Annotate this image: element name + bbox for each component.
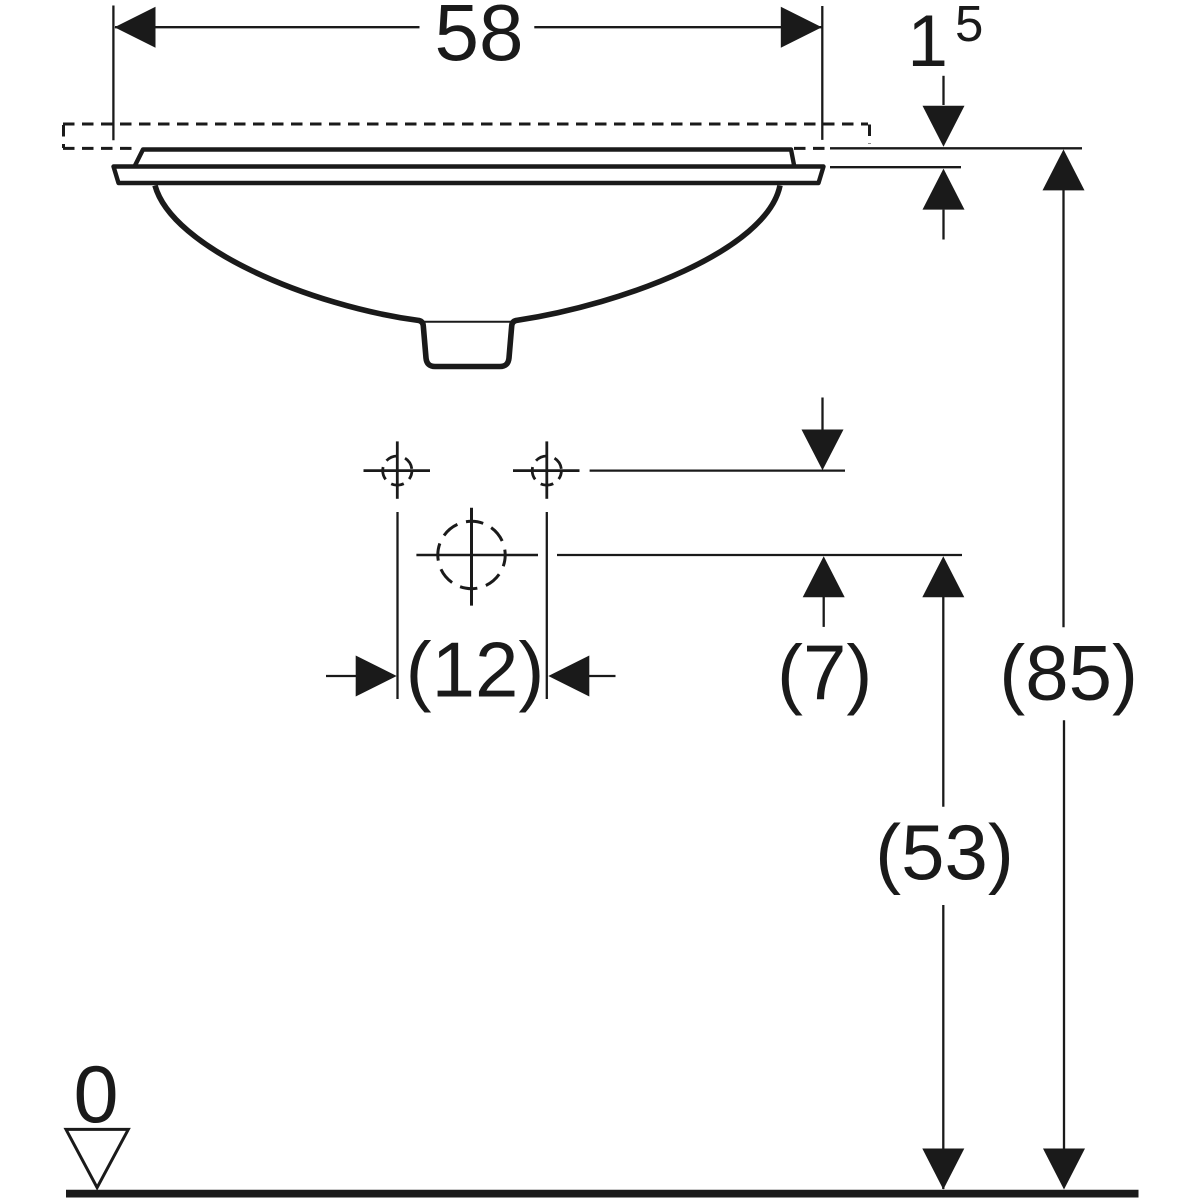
svg-text:1: 1: [907, 1, 948, 82]
svg-text:(85): (85): [999, 629, 1138, 717]
svg-text:(53): (53): [875, 808, 1014, 896]
svg-text:(7): (7): [777, 629, 872, 717]
svg-text:5: 5: [955, 0, 983, 52]
svg-text:58: 58: [435, 0, 524, 77]
svg-text:0: 0: [73, 1050, 118, 1140]
svg-text:(12): (12): [406, 626, 545, 714]
